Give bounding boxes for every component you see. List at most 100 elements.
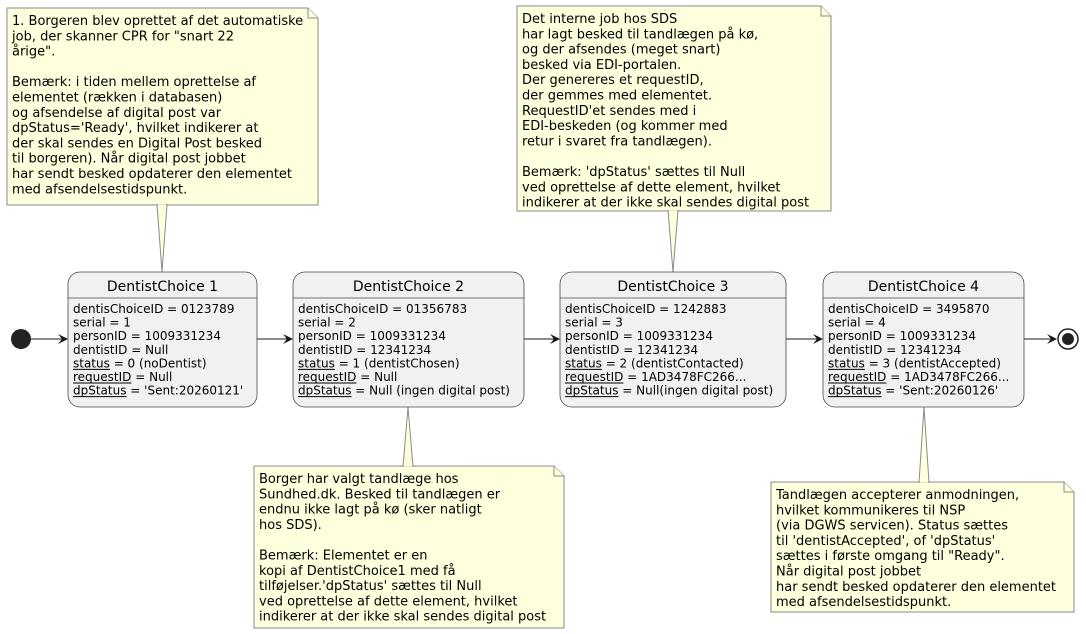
attribute-name: requestID	[73, 370, 131, 384]
state-attribute: serial = 1	[73, 316, 131, 330]
state-attribute: status = 0 (noDentist)	[73, 356, 207, 370]
transition-4	[786, 334, 823, 344]
note-line: har sendt besked opdaterer den elementet	[776, 580, 1056, 595]
note-line: Tandlægen accepterer anmodningen,	[775, 488, 1019, 503]
state-attribute: personID = 1009331234	[565, 329, 713, 343]
note-line: har sendt besked opdaterer den elementet	[12, 167, 292, 182]
note-line: Bemærk: Elementet er en	[259, 549, 428, 564]
note-line: ved oprettelse af dette element, hvilket	[522, 180, 780, 195]
note-connector	[402, 406, 414, 467]
attribute-name: requestID	[565, 370, 623, 384]
note-4: Tandlægen accepterer anmodningen,hvilket…	[770, 406, 1075, 613]
attribute-value: = Null	[127, 343, 168, 357]
attribute-name: dpStatus	[73, 384, 126, 398]
note-line: har lagt besked til tandlægen på kø,	[522, 27, 758, 42]
attribute-name: status	[828, 356, 865, 370]
attribute-name: status	[298, 356, 335, 370]
note-line: og der afsendes (meget snart)	[522, 43, 720, 58]
attribute-value: = 12341234	[619, 343, 698, 357]
attribute-name: serial	[565, 316, 598, 330]
state-attribute: status = 2 (dentistContacted)	[565, 356, 744, 370]
state-attribute: personID = 1009331234	[298, 329, 446, 343]
state-attribute: dpStatus = 'Sent:20260121'	[73, 384, 243, 398]
transition-5	[1024, 334, 1057, 344]
note-line: ved oprettelse af dette element, hvilket	[259, 594, 517, 609]
attribute-name: dpStatus	[565, 384, 618, 398]
state-attribute: serial = 4	[828, 316, 886, 330]
note-fold-corner	[1063, 482, 1074, 493]
note-fold-corner	[307, 8, 318, 19]
note-body	[253, 465, 565, 629]
state-attribute: personID = 1009331234	[828, 329, 976, 343]
attribute-value: = 12341234	[352, 343, 431, 357]
attribute-value: = 1	[106, 316, 131, 330]
attribute-name: dentistID	[73, 343, 127, 357]
state-box	[559, 271, 787, 408]
attribute-value: = Null (ingen digital post)	[351, 384, 510, 398]
note-line: endnu ikke lagt på kø (sker natligt	[259, 503, 482, 518]
note-body	[770, 481, 1075, 613]
attribute-name: personID	[565, 329, 619, 343]
attribute-name: dentistID	[298, 343, 352, 357]
state-box	[292, 271, 525, 408]
attribute-value: = 2	[331, 316, 356, 330]
attribute-value: = 2 (dentistContacted)	[602, 356, 744, 370]
attribute-value: = 'Sent:20260121'	[126, 384, 243, 398]
attribute-value: = 1 (dentistChosen)	[335, 356, 460, 370]
attribute-value: = 'Sent:20260126'	[881, 384, 998, 398]
state-attribute: dentisChoiceID = 3495870	[828, 302, 989, 316]
start-node-icon	[11, 329, 31, 349]
attribute-value: = 1242883	[655, 302, 726, 316]
note-line: besked via EDI-portalen.	[522, 58, 681, 73]
note-line: hvilket kommunikeres til NSP	[776, 503, 965, 518]
state-title: DentistChoice 3	[617, 279, 728, 295]
note-line: indikerer at der ikke skal sendes digita…	[259, 610, 546, 625]
note-line: til 'dentistAccepted', of 'dpStatus'	[776, 534, 995, 549]
attribute-value: = Null	[356, 370, 397, 384]
note-connector	[156, 204, 168, 273]
attribute-name: personID	[298, 329, 352, 343]
note-connector	[918, 406, 930, 483]
note-line: Det interne job hos SDS	[522, 12, 677, 27]
arrow-head-icon	[58, 334, 68, 344]
note-line: sættes i første omgang til "Ready".	[776, 549, 1005, 564]
state-attribute: dpStatus = 'Sent:20260126'	[828, 384, 998, 398]
note-line: retur i svaret fra tandlægen).	[522, 134, 712, 149]
attribute-value: = 0 (noDentist)	[110, 356, 207, 370]
note-connector	[667, 210, 679, 273]
state-attribute: dentisChoiceID = 01356783	[298, 302, 467, 316]
transition-2	[257, 334, 293, 344]
attribute-name: serial	[73, 316, 106, 330]
note-body	[6, 7, 319, 206]
transition-3	[524, 334, 560, 344]
attribute-value: = 1009331234	[882, 329, 976, 343]
attribute-value: = 0123789	[163, 302, 234, 316]
state-attribute: dentisChoiceID = 1242883	[565, 302, 726, 316]
attribute-value: = 3	[598, 316, 623, 330]
state-attribute: requestID = Null	[73, 370, 172, 384]
note-line: hos SDS).	[259, 518, 322, 533]
attribute-name: dentisChoiceID	[298, 302, 388, 316]
note-line: Bemærk: 'dpStatus' sættes til Null	[522, 165, 745, 180]
attribute-name: dentisChoiceID	[565, 302, 655, 316]
state-attribute: serial = 2	[298, 316, 356, 330]
notes-layer: 1. Borgeren blev oprettet af det automat…	[6, 5, 1075, 629]
state-attribute: dentistID = 12341234	[828, 343, 961, 357]
arrow-head-icon	[283, 334, 293, 344]
attribute-name: dpStatus	[298, 384, 351, 398]
attribute-name: requestID	[298, 370, 356, 384]
note-line: og afsendelse af digital post var	[12, 106, 222, 121]
attribute-value: = 3 (dentistAccepted)	[865, 356, 1001, 370]
attribute-value: = 1AD3478FC266...	[886, 370, 1009, 384]
state-title: DentistChoice 4	[868, 279, 979, 295]
state-attribute: dentistID = 12341234	[565, 343, 698, 357]
attribute-value: = 1009331234	[619, 329, 713, 343]
note-line: (via DGWS servicen). Status sættes	[776, 519, 1008, 534]
state-box	[67, 271, 258, 408]
attribute-name: dpStatus	[828, 384, 881, 398]
